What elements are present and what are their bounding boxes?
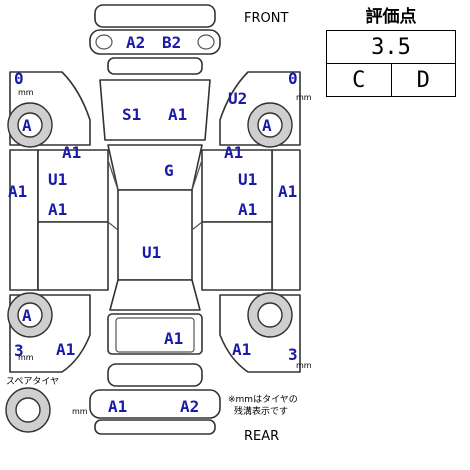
- mm-front-right: mm: [296, 93, 312, 102]
- roof: [117, 189, 193, 281]
- rear-right-tire: [247, 292, 293, 338]
- mark-left-front-door: U1: [48, 170, 67, 189]
- front-left-tire-grade: A: [22, 116, 32, 135]
- left-b-pillar-line: [107, 221, 119, 231]
- windshield: [107, 144, 203, 191]
- mark-front-bumper-right: B2: [162, 33, 181, 52]
- front-left-tire: [7, 102, 53, 148]
- trunk-inner-line: [115, 317, 195, 353]
- mark-right-pillar: A1: [224, 143, 243, 162]
- front-left-tire-depth: 0: [14, 69, 24, 88]
- left-side-skirt: [9, 149, 39, 291]
- rear-window: [109, 279, 201, 311]
- rear-label: REAR: [244, 429, 279, 444]
- front-bumper-top: [94, 4, 216, 28]
- headlight-right: [197, 34, 215, 50]
- mark-front-bumper-left: A2: [126, 33, 145, 52]
- front-label: FRONT: [244, 11, 288, 26]
- mm-rear-right: mm: [296, 361, 312, 370]
- spare-tire: [5, 387, 51, 433]
- front-grille: [107, 57, 203, 75]
- evaluation-score-box: 評価点 3.5 C D: [326, 6, 456, 97]
- left-a-pillar-line: [107, 159, 119, 191]
- right-side-skirt: [271, 149, 301, 291]
- exterior-score: D: [390, 63, 456, 97]
- left-rear-door: [37, 221, 109, 291]
- mark-left-rear-door: A1: [48, 200, 67, 219]
- mark-windshield: G: [164, 161, 174, 180]
- mark-hood-right: A1: [168, 105, 187, 124]
- mark-rear-bumper-left: A1: [108, 397, 127, 416]
- front-right-tire-grade: A: [262, 116, 272, 135]
- mark-rear-right-quarter: A1: [232, 340, 251, 359]
- note-line-2: 残溝表示です: [234, 405, 288, 417]
- mark-rear-bumper-right: A2: [180, 397, 199, 416]
- hood: [99, 79, 211, 141]
- rear-right-tire-depth: 3: [288, 345, 298, 364]
- evaluation-score-table: 3.5 C D: [326, 30, 456, 97]
- right-rear-door: [201, 221, 273, 291]
- spare-tire-label: スペアタイヤ: [6, 376, 59, 387]
- mark-right-rear-door: A1: [238, 200, 257, 219]
- rear-left-tire-grade: A: [22, 306, 32, 325]
- note-line-1: ※mmはタイヤの: [228, 394, 298, 405]
- trunk: [107, 313, 203, 355]
- mm-spare: mm: [72, 407, 88, 416]
- right-b-pillar-line: [191, 221, 203, 231]
- right-front-door: [201, 149, 273, 223]
- mark-left-pillar: A1: [62, 143, 81, 162]
- mm-front-left: mm: [18, 88, 34, 97]
- rear-left-tire-depth: 3: [14, 341, 24, 360]
- mark-right-front-door: U1: [238, 170, 257, 189]
- mark-right-fender: A1: [278, 182, 297, 201]
- headlight-left: [95, 34, 113, 50]
- mark-trunk: A1: [164, 329, 183, 348]
- interior-score: C: [326, 63, 392, 97]
- right-a-pillar-line: [191, 159, 203, 191]
- rear-bumper-bottom: [94, 419, 216, 435]
- mark-front-right-fender-top: U2: [228, 89, 247, 108]
- front-bumper: [89, 29, 221, 55]
- mark-roof: U1: [142, 243, 161, 262]
- rear-left-tire: [7, 292, 53, 338]
- mark-hood-left: S1: [122, 105, 141, 124]
- evaluation-score-title: 評価点: [365, 7, 417, 27]
- mm-rear-left: mm: [18, 353, 34, 362]
- front-right-tire: [247, 102, 293, 148]
- left-front-door: [37, 149, 109, 223]
- mark-left-fender: A1: [8, 182, 27, 201]
- rear-bumper: [89, 389, 221, 419]
- front-right-tire-depth: 0: [288, 69, 298, 88]
- mark-rear-left-quarter: A1: [56, 340, 75, 359]
- rear-deck: [107, 363, 203, 387]
- overall-score: 3.5: [326, 30, 456, 64]
